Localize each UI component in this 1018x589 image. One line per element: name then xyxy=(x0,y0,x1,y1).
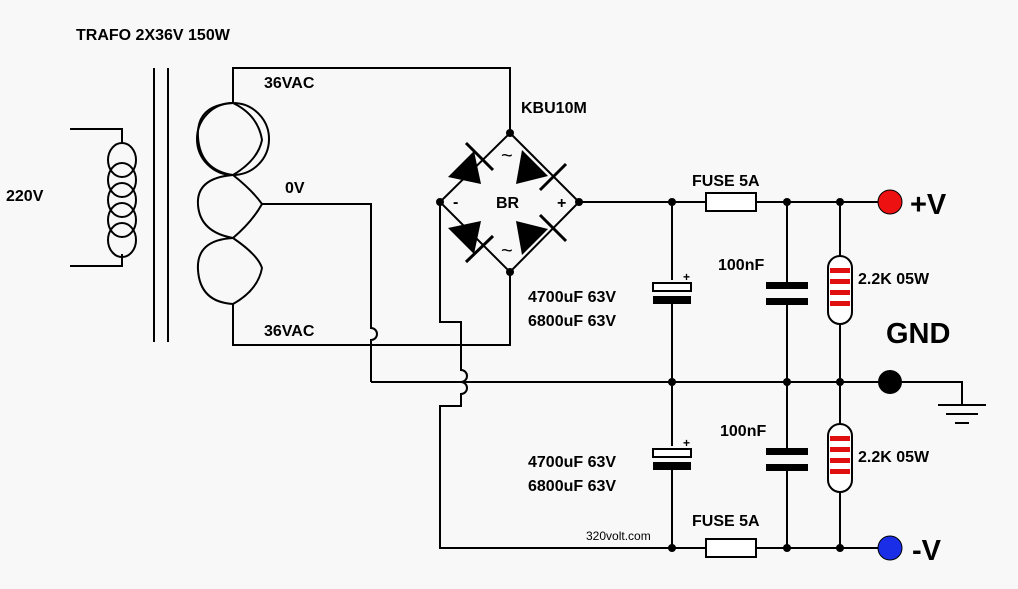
center-tap-label: 0V xyxy=(285,180,305,197)
ground-symbol xyxy=(938,404,986,424)
resistor-band xyxy=(830,279,850,284)
resistor-band xyxy=(830,458,850,463)
resistor-band xyxy=(830,301,850,306)
film-cap-bottom-label: 100nF xyxy=(720,423,766,440)
secondary-winding xyxy=(196,102,270,305)
film-cap-bottom-plate-a xyxy=(766,448,808,455)
elec-cap-bottom-polarity: + xyxy=(683,436,690,450)
bridge-rectifier xyxy=(436,129,583,276)
secondary-top-wire xyxy=(232,67,511,133)
elec-cap-bottom-plate-neg xyxy=(653,462,691,470)
bridge-minus-label: - xyxy=(453,194,458,211)
negative-output-label: -V xyxy=(912,535,942,567)
title-label: TRAFO 2X36V 150W xyxy=(76,27,231,44)
fuse-top xyxy=(705,192,757,212)
resistor-bottom-label: 2.2K 05W xyxy=(858,449,930,466)
resistor-band xyxy=(830,469,850,474)
junction-dots xyxy=(668,198,844,552)
primary-winding xyxy=(107,142,137,258)
elec-cap-bottom-plate-pos xyxy=(652,448,692,458)
film-cap-top-plate-a xyxy=(766,282,808,289)
elec-cap-top-polarity: + xyxy=(683,270,690,284)
fuse-bottom-label: FUSE 5A xyxy=(692,513,760,530)
ac-symbol-top: ~ xyxy=(501,145,513,167)
primary-voltage-label: 220V xyxy=(6,188,44,205)
positive-terminal xyxy=(877,189,903,215)
bridge-part-label: KBU10M xyxy=(521,100,587,117)
resistor-band xyxy=(830,436,850,441)
ground-output-label: GND xyxy=(886,318,950,350)
negative-terminal xyxy=(877,535,903,561)
watermark: 320volt.com xyxy=(586,529,651,543)
resistor-bottom xyxy=(827,423,853,493)
elec-cap-top-label-2: 6800uF 63V xyxy=(528,313,616,330)
elec-cap-top-plate-neg xyxy=(653,296,691,304)
bridge-ref-label: BR xyxy=(496,195,520,212)
resistor-band xyxy=(830,290,850,295)
secondary-bottom-label: 36VAC xyxy=(264,323,315,340)
center-tap-wire xyxy=(262,203,378,382)
diode-bottom-right xyxy=(516,213,568,255)
primary-lead-bottom xyxy=(70,254,123,267)
fuse-top-label: FUSE 5A xyxy=(692,173,760,190)
resistor-top-band xyxy=(830,268,850,273)
transformer xyxy=(70,67,511,382)
fuse-bottom xyxy=(705,538,757,558)
elec-cap-bottom-label-1: 4700uF 63V xyxy=(528,454,616,471)
secondary-top-label: 36VAC xyxy=(264,75,315,92)
film-cap-bottom-plate-b xyxy=(766,464,808,471)
primary-lead-top xyxy=(70,128,123,143)
diode-top-right xyxy=(516,150,568,192)
bridge-plus-label: + xyxy=(557,195,566,212)
resistor-band xyxy=(830,447,850,452)
resistor-top xyxy=(827,255,853,325)
elec-cap-top-plate-pos xyxy=(652,282,692,292)
diode-bottom-left xyxy=(448,221,495,264)
ground-terminal xyxy=(878,370,902,394)
elec-cap-bottom-label-2: 6800uF 63V xyxy=(528,478,616,495)
ac-symbol-bottom: ~ xyxy=(501,240,513,262)
diode-top-left xyxy=(448,141,495,184)
elec-cap-top-label-1: 4700uF 63V xyxy=(528,289,616,306)
ground-lead xyxy=(902,381,963,404)
film-cap-top-label: 100nF xyxy=(718,257,764,274)
resistor-top-label: 2.2K 05W xyxy=(858,271,930,288)
positive-output-label: +V xyxy=(910,189,947,221)
film-cap-top-plate-b xyxy=(766,298,808,305)
